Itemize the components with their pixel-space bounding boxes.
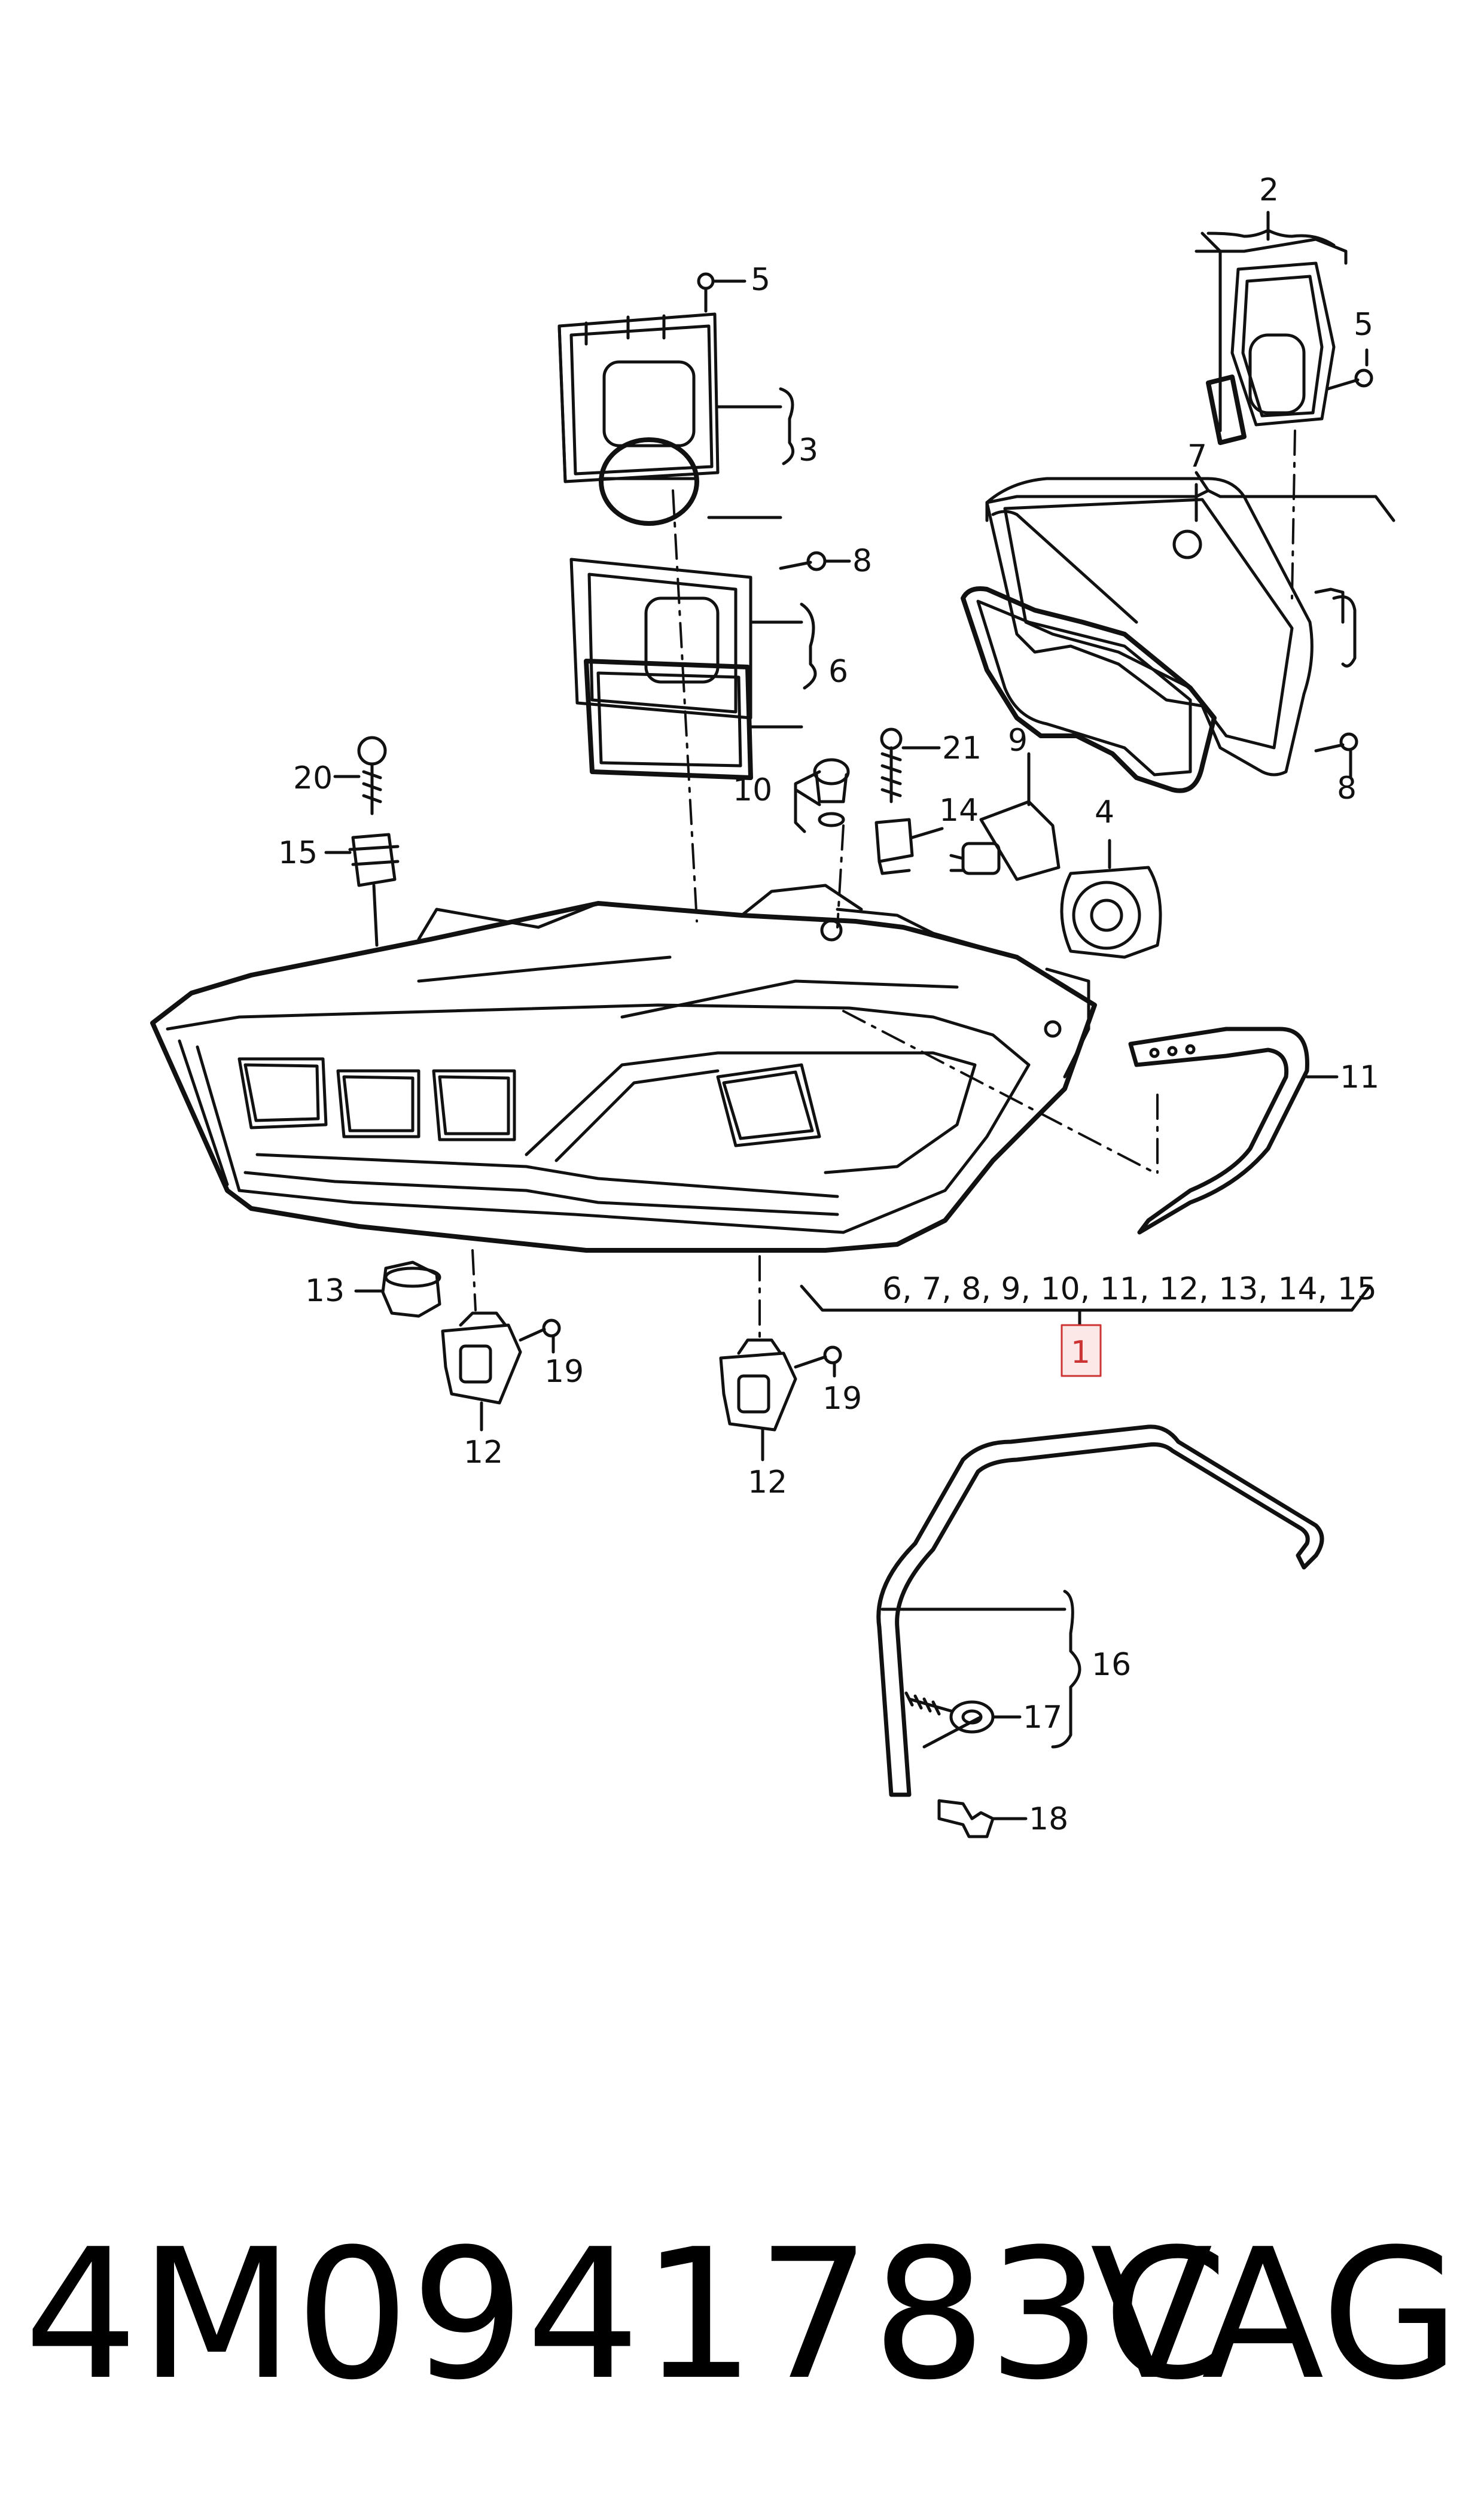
part-8-screw-right <box>1316 734 1357 778</box>
callout-19-right: 19 <box>822 1381 862 1417</box>
callout-17: 17 <box>1023 1700 1062 1735</box>
part-19-screw-left <box>520 1320 559 1352</box>
part-4-fan <box>1062 841 1160 957</box>
part-3-light-module <box>559 314 793 523</box>
callout-12-left: 12 <box>464 1435 503 1470</box>
callout-labels: 2 5 5 3 7 8 6 9 21 20 8 10 14 4 15 11 13… <box>278 172 1379 1837</box>
callout-10: 10 <box>733 772 772 808</box>
callout-19-left: 19 <box>544 1354 584 1390</box>
part-2-control-unit <box>1196 212 1346 443</box>
part-10-cap <box>796 760 848 832</box>
part-7-bracket <box>987 473 1394 520</box>
part-8-screw-upper <box>781 553 849 570</box>
callout-7: 7 <box>1187 439 1207 474</box>
part-17-clamp <box>906 1693 1020 1732</box>
callout-8-upper: 8 <box>852 543 872 579</box>
part-12-bracket-left <box>443 1313 520 1430</box>
callout-9: 9 <box>1008 723 1028 759</box>
part-7-housing-cover <box>963 479 1355 791</box>
callout-5-right: 5 <box>1354 307 1373 343</box>
callout-3: 3 <box>799 433 818 468</box>
callout-4: 4 <box>1095 794 1114 830</box>
part-11-trim-strip <box>1130 1029 1337 1232</box>
part-5-screw-upper <box>699 274 745 311</box>
callout-16: 16 <box>1092 1647 1131 1683</box>
callout-20: 20 <box>293 760 333 796</box>
part-9-actuator <box>951 754 1059 879</box>
part-1-headlight-assembly <box>153 885 1095 1250</box>
callout-21: 21 <box>942 730 982 766</box>
callout-12-right: 12 <box>748 1464 787 1500</box>
callout-2: 2 <box>1259 172 1279 208</box>
brand-label: VAG <box>1090 2211 1460 2419</box>
footer: 4M0941783C VAG <box>0 2208 1484 2459</box>
part-6-light-module <box>571 559 815 778</box>
part-20-screw <box>335 738 385 814</box>
part-number: 4M0941783C <box>24 2211 1230 2419</box>
highlight-box <box>1061 1324 1102 1377</box>
part-5-screw-right <box>1328 350 1372 389</box>
callout-group-6-15: 6, 7, 8, 9, 10, 11, 12, 13, 14, 15 <box>882 1271 1377 1307</box>
callout-13: 13 <box>305 1273 345 1309</box>
callout-1: 1 <box>1071 1335 1090 1371</box>
part-14-adjuster <box>876 729 942 873</box>
callout-8-right: 8 <box>1337 771 1357 806</box>
callout-11: 11 <box>1340 1059 1379 1095</box>
callout-5-upper: 5 <box>751 262 770 298</box>
callout-6: 6 <box>828 654 848 690</box>
part-16-hose <box>879 1427 1322 1795</box>
part-18-clip <box>939 1801 1026 1837</box>
callout-14: 14 <box>939 793 979 829</box>
leader-lines <box>471 430 1296 1341</box>
part-12-bracket-right <box>721 1340 796 1460</box>
callout-18: 18 <box>1029 1801 1068 1837</box>
part-13-cap <box>356 1262 440 1316</box>
callout-15: 15 <box>278 835 318 871</box>
part-15-grommet <box>326 835 398 945</box>
part-19-screw-right <box>796 1347 840 1376</box>
